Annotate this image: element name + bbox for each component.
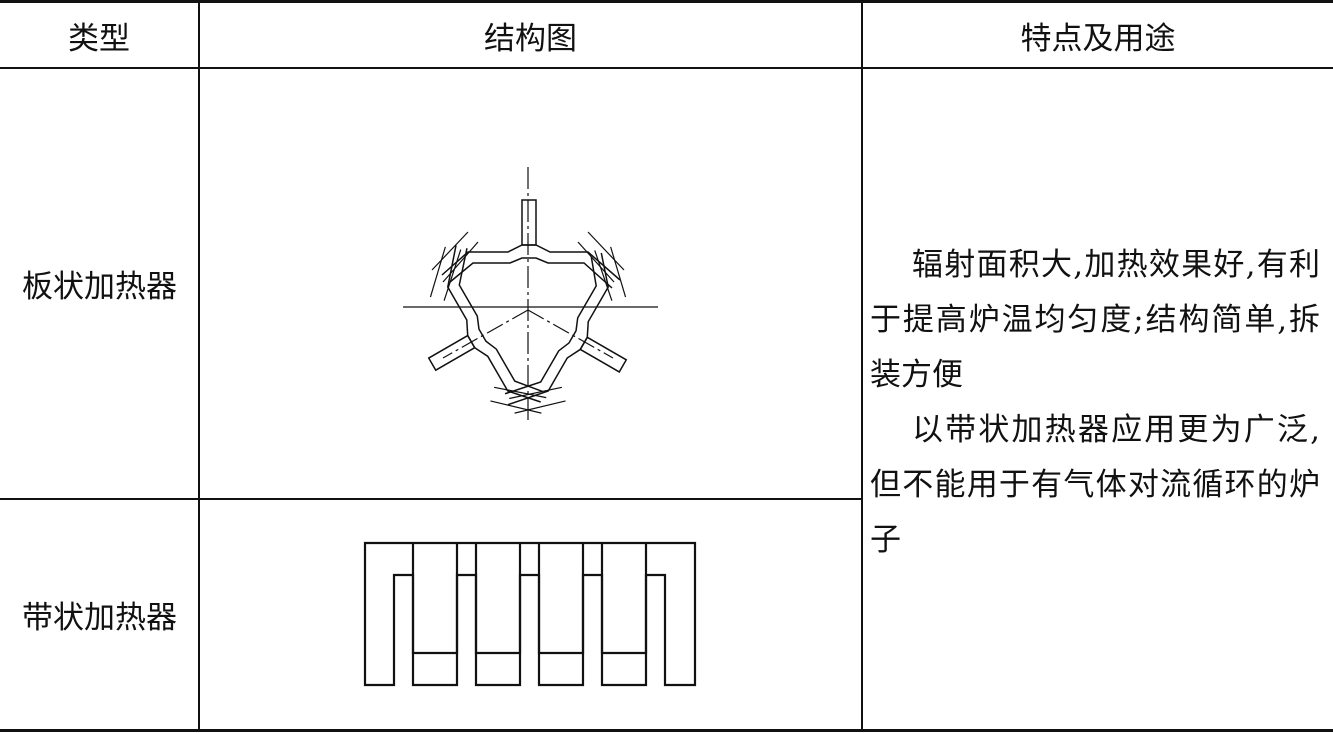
header-structure: 结构图 bbox=[484, 20, 577, 57]
column-divider-2 bbox=[861, 0, 863, 731]
header-rule bbox=[0, 67, 1333, 69]
heater-arm-left bbox=[504, 246, 628, 414]
table-top-rule bbox=[0, 0, 1333, 3]
row-plate-type: 板状加热器 bbox=[22, 268, 177, 305]
features-paragraph-2: 以带状加热器应用更为广泛,但不能用于有气体对流循环的炉子 bbox=[870, 412, 1320, 558]
plate-heater-diagram bbox=[403, 167, 658, 420]
header-features: 特点及用途 bbox=[1020, 20, 1176, 57]
header-type: 类型 bbox=[68, 20, 130, 57]
features-description: 辐射面积大,加热效果好,有利于提高炉温均匀度;结构简单,拆装方便 以带状加热器应… bbox=[870, 238, 1320, 568]
column-divider-1 bbox=[198, 0, 200, 731]
heater-arm-right bbox=[427, 245, 547, 414]
row-strip-type: 带状加热器 bbox=[22, 600, 177, 636]
row-divider bbox=[0, 498, 862, 500]
table-bottom-rule bbox=[0, 729, 1333, 732]
heater-arm-top bbox=[431, 199, 625, 289]
strip-heater-diagram bbox=[363, 541, 697, 687]
features-paragraph-1: 辐射面积大,加热效果好,有利于提高炉温均匀度;结构简单,拆装方便 bbox=[870, 247, 1320, 393]
